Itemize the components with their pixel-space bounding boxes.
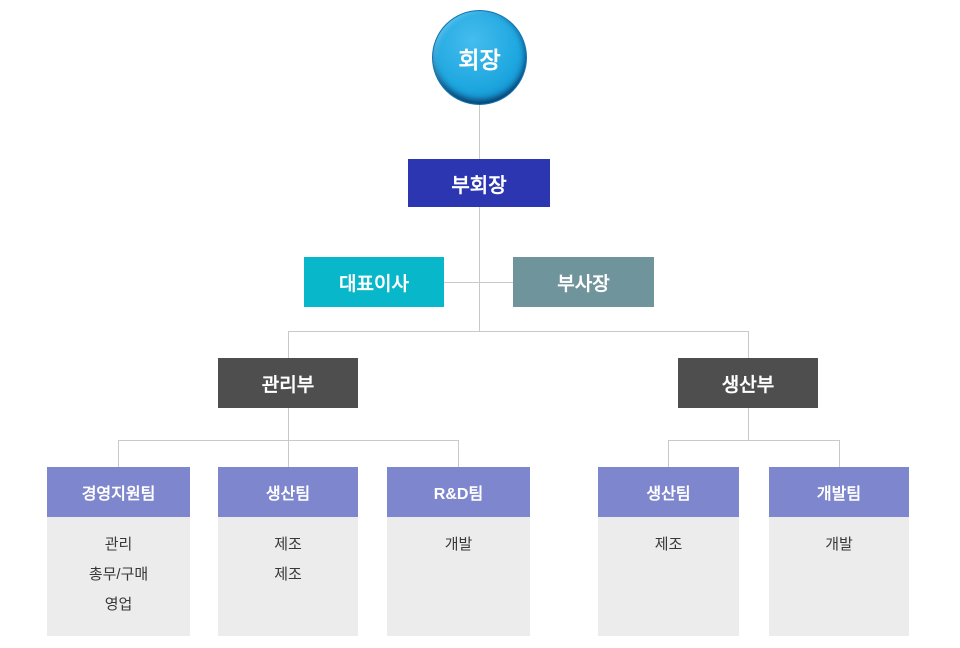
vp-node: 부사장 bbox=[513, 257, 654, 307]
team-member-item: 개발 bbox=[444, 536, 473, 553]
chairman-node: 회장 bbox=[432, 10, 527, 105]
connector-ceo-vp bbox=[444, 282, 513, 283]
team-header: 경영지원팀 bbox=[47, 467, 190, 517]
vice-chairman-node: 부회장 bbox=[408, 159, 550, 207]
team-members: 개발 bbox=[387, 517, 530, 636]
team-member-item: 제조 bbox=[274, 536, 302, 553]
team-header: 생산팀 bbox=[598, 467, 739, 517]
ceo-node: 대표이사 bbox=[304, 257, 444, 307]
connector-right-teams-horizontal bbox=[668, 440, 839, 441]
team-member-item: 총무/구매 bbox=[88, 566, 149, 583]
connector-team1-up bbox=[118, 440, 119, 467]
team-card-production-right: 생산팀 제조 bbox=[598, 467, 739, 636]
connector-departments-horizontal bbox=[288, 331, 748, 332]
team-member-item: 개발 bbox=[825, 536, 853, 553]
team-member-item: 관리 bbox=[104, 536, 133, 553]
connector-left-teams-horizontal bbox=[118, 440, 459, 441]
connector-dept1-down bbox=[288, 408, 289, 467]
connector-dept2-up bbox=[748, 331, 749, 358]
team-members: 개발 bbox=[769, 517, 909, 636]
dept-production-node: 생산부 bbox=[678, 358, 818, 408]
connector-team4-up bbox=[668, 440, 669, 467]
team-header: 생산팀 bbox=[218, 467, 358, 517]
connector-vicechairman-down bbox=[479, 207, 480, 332]
team-header: R&D팀 bbox=[387, 467, 530, 517]
connector-team3-up bbox=[458, 440, 459, 467]
team-member-item: 제조 bbox=[274, 566, 302, 583]
connector-dept1-up bbox=[288, 331, 289, 358]
team-member-item: 제조 bbox=[654, 536, 683, 553]
team-header: 개발팀 bbox=[769, 467, 909, 517]
dept-management-node: 관리부 bbox=[218, 358, 358, 408]
team-card-development: 개발팀 개발 bbox=[769, 467, 909, 636]
connector-dept2-down bbox=[748, 408, 749, 440]
team-card-rnd: R&D팀 개발 bbox=[387, 467, 530, 636]
connector-chairman-vicechairman bbox=[479, 105, 480, 159]
team-members: 제조 bbox=[598, 517, 739, 636]
team-member-item: 영업 bbox=[104, 596, 133, 613]
connector-team5-up bbox=[839, 440, 840, 467]
